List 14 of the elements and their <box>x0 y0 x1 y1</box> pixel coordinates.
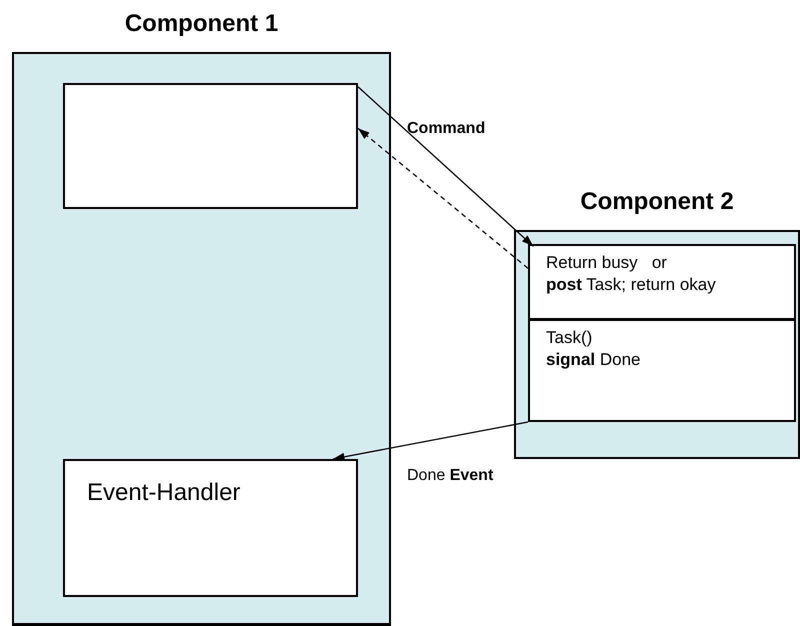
process-box <box>63 459 358 597</box>
box-text: post Task; return okay <box>546 274 717 296</box>
process-box <box>528 319 796 422</box>
box-text: Event-Handler <box>87 479 240 507</box>
box-text: Return busy or <box>546 252 668 274</box>
process-box <box>63 83 358 209</box>
box-text: Task() <box>546 327 594 349</box>
arrow <box>358 86 534 247</box>
box-text: signal Done <box>546 349 642 371</box>
arrow <box>332 421 528 461</box>
component-heading: Component 2 <box>580 188 734 216</box>
process-box <box>528 244 796 320</box>
arrow <box>358 128 528 269</box>
component-heading: Component 1 <box>124 10 278 38</box>
